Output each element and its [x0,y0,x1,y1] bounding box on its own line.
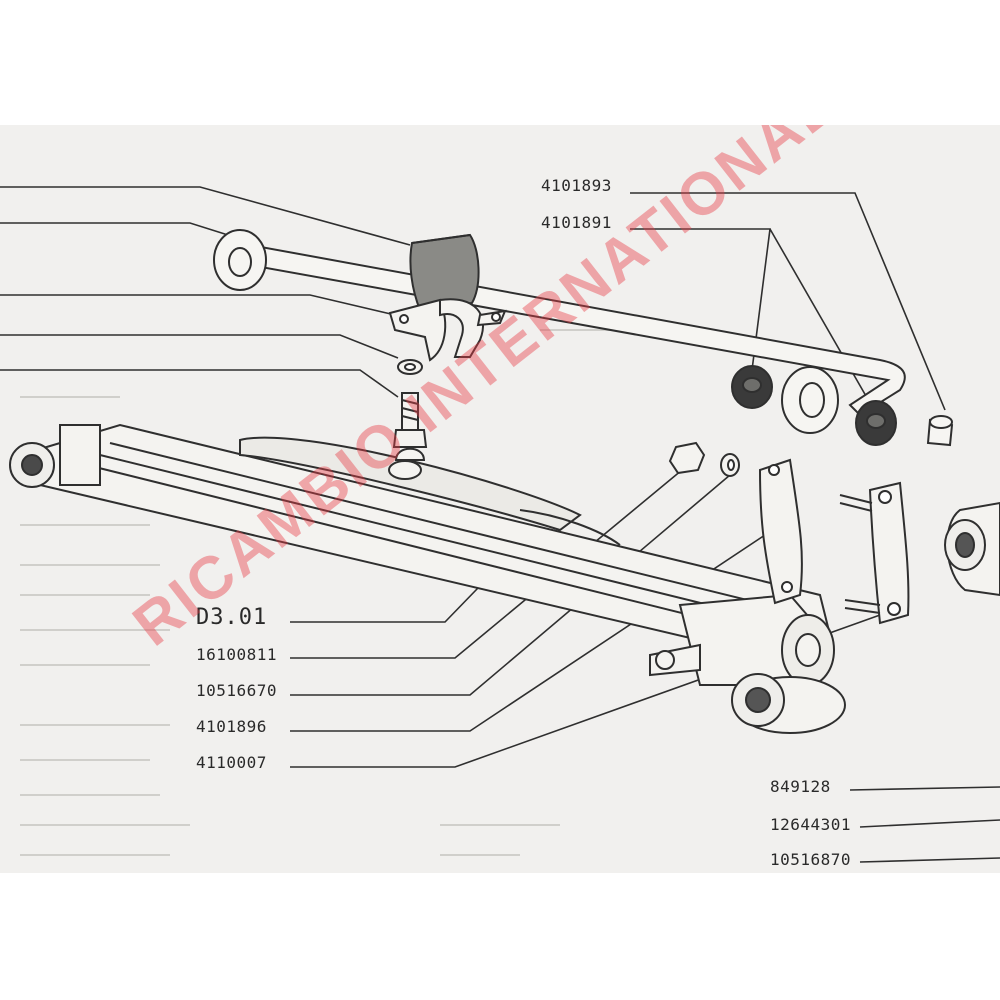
section-code: D3.01 [196,605,268,630]
nut-washer [668,441,740,477]
end-link-bushes [731,365,954,447]
part-number-label: 849128 [770,777,831,796]
part-number-label: 4101896 [196,717,267,736]
part-number-label: 4110007 [196,753,267,772]
part-number-label: 10516670 [196,681,278,700]
parts-diagram-sheet: 4101893 4101891 D3.01 16100811 10516670 … [0,125,1000,873]
bolt-assembly [392,359,428,461]
u-clamp-bracket [388,298,507,362]
part-number-label: 16100811 [196,645,278,664]
print-through-text [20,329,700,856]
link-plates [758,458,910,625]
bar-bush [409,233,480,312]
chassis-mount [944,501,1000,597]
part-number-label: 4101891 [541,213,612,232]
part-number-label: 12644301 [770,815,852,834]
part-number-label: 4101893 [541,176,612,195]
leaf-spring [9,423,846,734]
part-number-label: 10516870 [770,850,852,869]
exploded-view-drawing [0,186,1000,863]
